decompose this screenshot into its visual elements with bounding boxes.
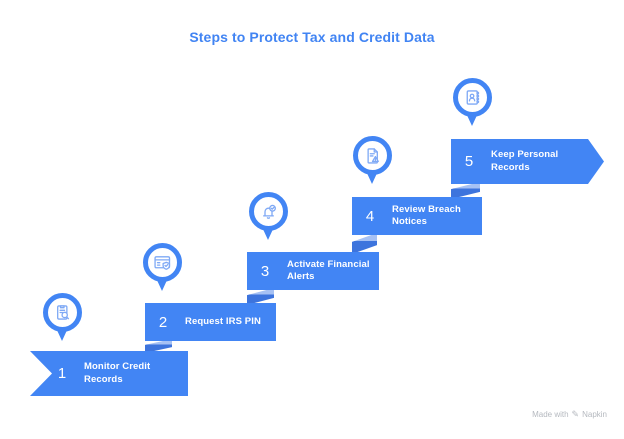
document-warning-icon (367, 148, 379, 164)
pin-circle (249, 192, 288, 231)
step3-number: 3 (260, 262, 270, 280)
made-with-napkin: Made with ✎ Napkin (532, 409, 607, 420)
pin-circle (43, 293, 82, 332)
step2-bar: 2 Request IRS PIN (145, 303, 276, 341)
step3-label: Activate Financial Alerts (287, 258, 370, 282)
pin-circle (143, 243, 182, 282)
pin-circle (353, 136, 392, 175)
step1-label: Monitor Credit Records (84, 361, 151, 385)
step4-label: Review Breach Notices (392, 203, 461, 227)
step3-bar: 3 Activate Financial Alerts (247, 252, 379, 290)
step4-number: 4 (365, 207, 375, 225)
clipboard-search-icon (57, 305, 70, 320)
diagram-title: Steps to Protect Tax and Credit Data (189, 29, 435, 45)
step5-number: 5 (464, 153, 474, 170)
napkin-brand-text: Napkin (582, 410, 607, 419)
step5-bar: 5 Keep Personal Records (451, 139, 604, 184)
made-with-text: Made with (532, 410, 569, 419)
bell-check-icon (263, 204, 276, 219)
pin-circle (453, 78, 492, 117)
step1-number: 1 (57, 365, 67, 382)
card-shield-check-icon (154, 256, 171, 270)
step2-label: Request IRS PIN (185, 315, 261, 327)
ribbon-fold-3-4 (352, 233, 377, 254)
ribbon-fold-1-2 (145, 339, 172, 353)
step2-number: 2 (158, 313, 168, 331)
address-book-icon (466, 90, 480, 105)
step5-label: Keep Personal Records (491, 149, 559, 173)
pen-icon: ✎ (571, 409, 580, 419)
step4-bar: 4 Review Breach Notices (352, 197, 482, 235)
step1-bar: 1 Monitor Credit Records (30, 351, 188, 396)
